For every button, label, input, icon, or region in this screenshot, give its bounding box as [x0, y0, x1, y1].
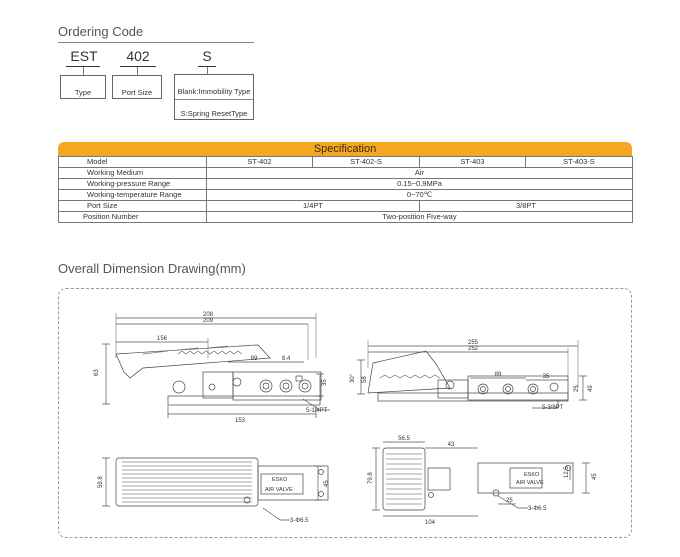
- connector-402: [137, 67, 138, 75]
- position-label: Position Number: [58, 211, 207, 223]
- spec-header: Specification: [58, 142, 632, 156]
- spec-table: Model ST-402 ST-402-S ST-403 ST-403-S Wo…: [58, 156, 633, 223]
- table-row: Working-temperature Range 0~70℃: [58, 189, 633, 201]
- code-underline-est: [66, 66, 100, 67]
- model-cell: ST-402-S: [312, 156, 420, 168]
- dim-text: 3-Φ6.5: [290, 518, 309, 524]
- spring-reset-label: S:Spring ResetType: [180, 109, 248, 118]
- model-cell: ST-402: [206, 156, 313, 168]
- air-valve-label: AIR VALVE: [265, 487, 293, 493]
- dim-text: 25: [574, 385, 580, 392]
- brand-label: ESKO: [272, 477, 288, 483]
- dimension-drawing: 208 209 156 89 8.4 63 153 5-1/4PT 35 255…: [94, 312, 598, 526]
- reset-type-box: Blank:Immobility Type S:Spring ResetType: [174, 74, 254, 120]
- dim-text: 59.8: [98, 476, 104, 488]
- table-row: Port Size 1/4PT 3/8PT: [58, 200, 633, 212]
- table-row: Working Medium Air: [58, 167, 633, 179]
- dim-text: 45: [324, 480, 330, 487]
- dim-text: 208: [203, 312, 214, 318]
- row-value: Air: [206, 167, 633, 179]
- type-box: Type: [60, 75, 106, 99]
- model-cell: ST-403-S: [525, 156, 633, 168]
- model-label: Model: [58, 156, 207, 168]
- dim-text: 35: [322, 379, 328, 386]
- dim-text: 43: [448, 442, 455, 448]
- dim-text: 58: [362, 376, 368, 383]
- reset-box-divider: [175, 99, 253, 100]
- code-part-est: EST: [70, 48, 98, 64]
- dimension-title: Overall Dimension Drawing(mm): [58, 261, 246, 276]
- code-underline-s: [198, 66, 216, 67]
- dim-text: 12.5: [564, 466, 570, 478]
- right-side-view: [357, 340, 587, 409]
- dim-text: 89: [495, 372, 502, 378]
- dim-text: 49: [588, 385, 594, 392]
- model-cell: ST-403: [419, 156, 526, 168]
- dim-text: 5-3/8PT: [542, 405, 564, 411]
- table-row: Working-pressure Range 0.15~0.9MPa: [58, 178, 633, 190]
- row-label: Working Medium: [58, 167, 207, 179]
- dim-text: 8.4: [282, 356, 291, 362]
- row-value: 0.15~0.9MPa: [206, 178, 633, 190]
- dim-text: 104: [425, 520, 436, 526]
- ordering-title-rule: [58, 42, 254, 43]
- right-top-view: [372, 441, 590, 517]
- dim-text: 79.8: [368, 472, 374, 484]
- dim-text: 30°: [350, 373, 356, 383]
- table-row: Model ST-402 ST-402-S ST-403 ST-403-S: [58, 156, 633, 168]
- dim-text: 45: [592, 473, 598, 480]
- port-size-label: Port Size: [58, 200, 207, 212]
- dim-text: 56.5: [398, 436, 410, 442]
- spec-title: Specification: [313, 143, 377, 155]
- left-top-view: [102, 457, 329, 521]
- dim-text: 209: [203, 318, 214, 324]
- air-valve-label: AIR VALVE: [516, 480, 544, 486]
- connector-est: [83, 67, 84, 75]
- drawing-frame: [58, 288, 632, 538]
- dim-text: 153: [235, 418, 246, 424]
- dim-text: 89: [251, 356, 258, 362]
- port-size-box: Port Size: [112, 75, 162, 99]
- row-label: Working-temperature Range: [58, 189, 207, 201]
- position-value: Two-position Five-way: [206, 211, 633, 223]
- ordering-code-title: Ordering Code: [58, 24, 144, 39]
- blank-immobility-label: Blank:Immobility Type: [177, 87, 251, 96]
- code-part-402: 402: [126, 48, 150, 64]
- table-row: Position Number Two-position Five-way: [58, 211, 633, 223]
- left-side-view: [102, 313, 330, 418]
- port-size-right: 3/8PT: [419, 200, 633, 212]
- connector-s: [207, 67, 208, 74]
- dim-text: 156: [157, 336, 168, 342]
- dim-text: 3-Φ6.5: [528, 506, 547, 512]
- dim-text: 5-1/4PT: [306, 408, 328, 414]
- dim-text: 63: [94, 369, 100, 376]
- dim-text: 25: [506, 498, 513, 504]
- row-value: 0~70℃: [206, 189, 633, 201]
- dim-text: 255: [468, 340, 479, 346]
- code-part-s: S: [202, 48, 212, 64]
- brand-label: ESKO: [524, 472, 540, 478]
- port-size-left: 1/4PT: [206, 200, 420, 212]
- dim-text: 35: [543, 374, 550, 380]
- dim-text: 252: [468, 346, 479, 352]
- code-underline-402: [120, 66, 156, 67]
- row-label: Working-pressure Range: [58, 178, 207, 190]
